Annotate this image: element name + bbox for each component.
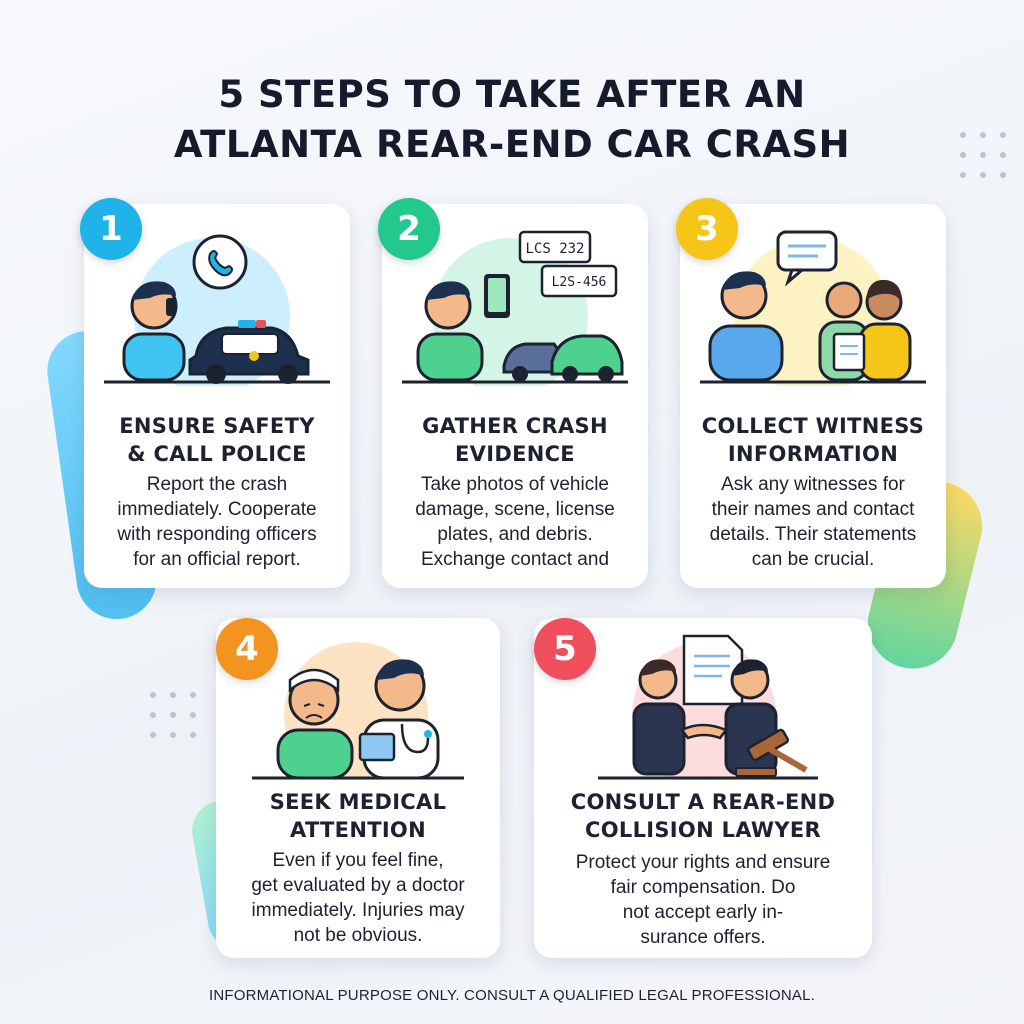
step-text-line: Exchange contact and [420,549,610,570]
step-text-line: surance offers. [640,927,766,948]
step-text-line: with responding officers [117,524,317,545]
step-text-line: details. Their statements [709,524,917,545]
person-with-camera-icon [416,281,484,382]
step-4-illustration [252,642,464,780]
step-card-1: 1 ENSURE SAFETY & CALL POLICE Report the… [80,198,350,588]
stethoscope-icon [400,723,432,754]
smartphone-camera-icon [484,274,510,318]
phone-call-icon [192,234,248,290]
step-card-5: 5 CONSULT A REAR-END COLLISION LAWYER Pr… [534,618,872,958]
step-3-badge: 3 [676,198,738,260]
step-3-illustration [700,230,926,386]
step-title-line: COLLECT WITNESS [701,414,925,438]
step-text-line: immediately. Injuries may [251,900,465,921]
step-text-line: their names and contact [711,499,915,520]
lawyer-figures-icon [632,659,778,776]
step-3-description: Ask any witnesses for their names and co… [680,472,946,572]
person-asking-icon [708,271,784,382]
step-2-title: GATHER CRASH EVIDENCE [382,412,648,468]
step-4-badge: 4 [216,618,278,680]
step-5-description: Protect your rights and ensure fair comp… [534,850,872,950]
step-number: 1 [99,209,123,249]
plate-text-2: L2S-456 [552,275,607,290]
step-text-line: can be crucial. [751,549,875,570]
step-2-illustration: LCS 232 L2S-456 [402,230,628,386]
step-5-badge: 5 [534,618,596,680]
step-text-line: get evaluated by a doctor [251,875,465,896]
step-1-illustration [104,234,330,386]
step-1-title: ENSURE SAFETY & CALL POLICE [84,412,350,468]
title-line-1: 5 STEPS TO TAKE AFTER AN [218,73,806,116]
step-text-line: not be obvious. [293,925,423,946]
step-text-line: Ask any witnesses for [721,474,905,495]
crashed-cars-icon [502,334,624,382]
step-text-line: for an official report. [133,549,301,570]
step-text-line: Protect your rights and ensure [575,852,831,873]
step-number: 5 [553,629,577,669]
step-title-line: EVIDENCE [455,442,575,466]
step-text-line: plates, and debris. [437,524,593,545]
step-number: 3 [695,209,719,249]
step-title-line: ENSURE SAFETY [119,414,315,438]
step-text-line: immediately. Cooperate [117,499,317,520]
person-on-phone-icon [122,281,186,382]
step-title-line: CONSULT A REAR-END [570,790,836,814]
license-plate-icon: LCS 232 L2S-456 [518,230,618,298]
gavel-icon [735,728,808,777]
step-title-line: SEEK MEDICAL [269,790,447,814]
step-text-line: Report the crash [146,474,288,495]
step-title-line: INFORMATION [727,442,899,466]
clipboard-icon [832,332,866,372]
police-car-icon [188,320,310,384]
step-4-description: Even if you feel fine, get evaluated by … [216,848,500,948]
decorative-dots-left [150,692,196,738]
step-4-title: SEEK MEDICAL ATTENTION [216,788,500,844]
step-text-line: damage, scene, license [415,499,615,520]
step-text-line: not accept early in- [622,902,784,923]
step-title-line: GATHER CRASH [422,414,608,438]
step-1-badge: 1 [80,198,142,260]
step-title-line: & CALL POLICE [127,442,307,466]
step-number: 2 [397,209,421,249]
step-5-title: CONSULT A REAR-END COLLISION LAWYER [534,788,872,844]
step-2-badge: 2 [378,198,440,260]
step-text-line: fair compensation. Do [610,877,796,898]
decorative-dots-top-right [960,132,1006,178]
step-title-line: ATTENTION [290,818,426,842]
injured-person-icon [276,668,354,780]
step-5-illustration [598,634,818,780]
handshake-icon [680,723,728,740]
step-1-description: Report the crash immediately. Cooperate … [84,472,350,572]
title-line-2: ATLANTA REAR-END CAR CRASH [173,123,851,166]
step-card-4: 4 SEEK MEDICAL ATTENTION Even if you fee… [216,618,500,958]
step-text-line: Even if you feel fine, [272,850,444,871]
disclaimer-footer: INFORMATIONAL PURPOSE ONLY. CONSULT A QU… [208,987,816,1004]
step-2-description: Take photos of vehicle damage, scene, li… [382,472,648,572]
step-card-2: LCS 232 L2S-456 2 GATHER CRASH EVIDENCE … [378,198,648,588]
step-3-title: COLLECT WITNESS INFORMATION [680,412,946,468]
step-title-line: COLLISION LAWYER [585,818,821,842]
page-title: 5 STEPS TO TAKE AFTER AN ATLANTA REAR-EN… [0,70,1024,170]
doctor-icon [358,659,440,780]
step-number: 4 [235,629,259,669]
plate-text-1: LCS 232 [525,241,584,257]
speech-bubble-icon [776,230,838,287]
step-text-line: Take photos of vehicle [420,474,609,495]
step-card-3: 3 COLLECT WITNESS INFORMATION Ask any wi… [676,198,946,588]
